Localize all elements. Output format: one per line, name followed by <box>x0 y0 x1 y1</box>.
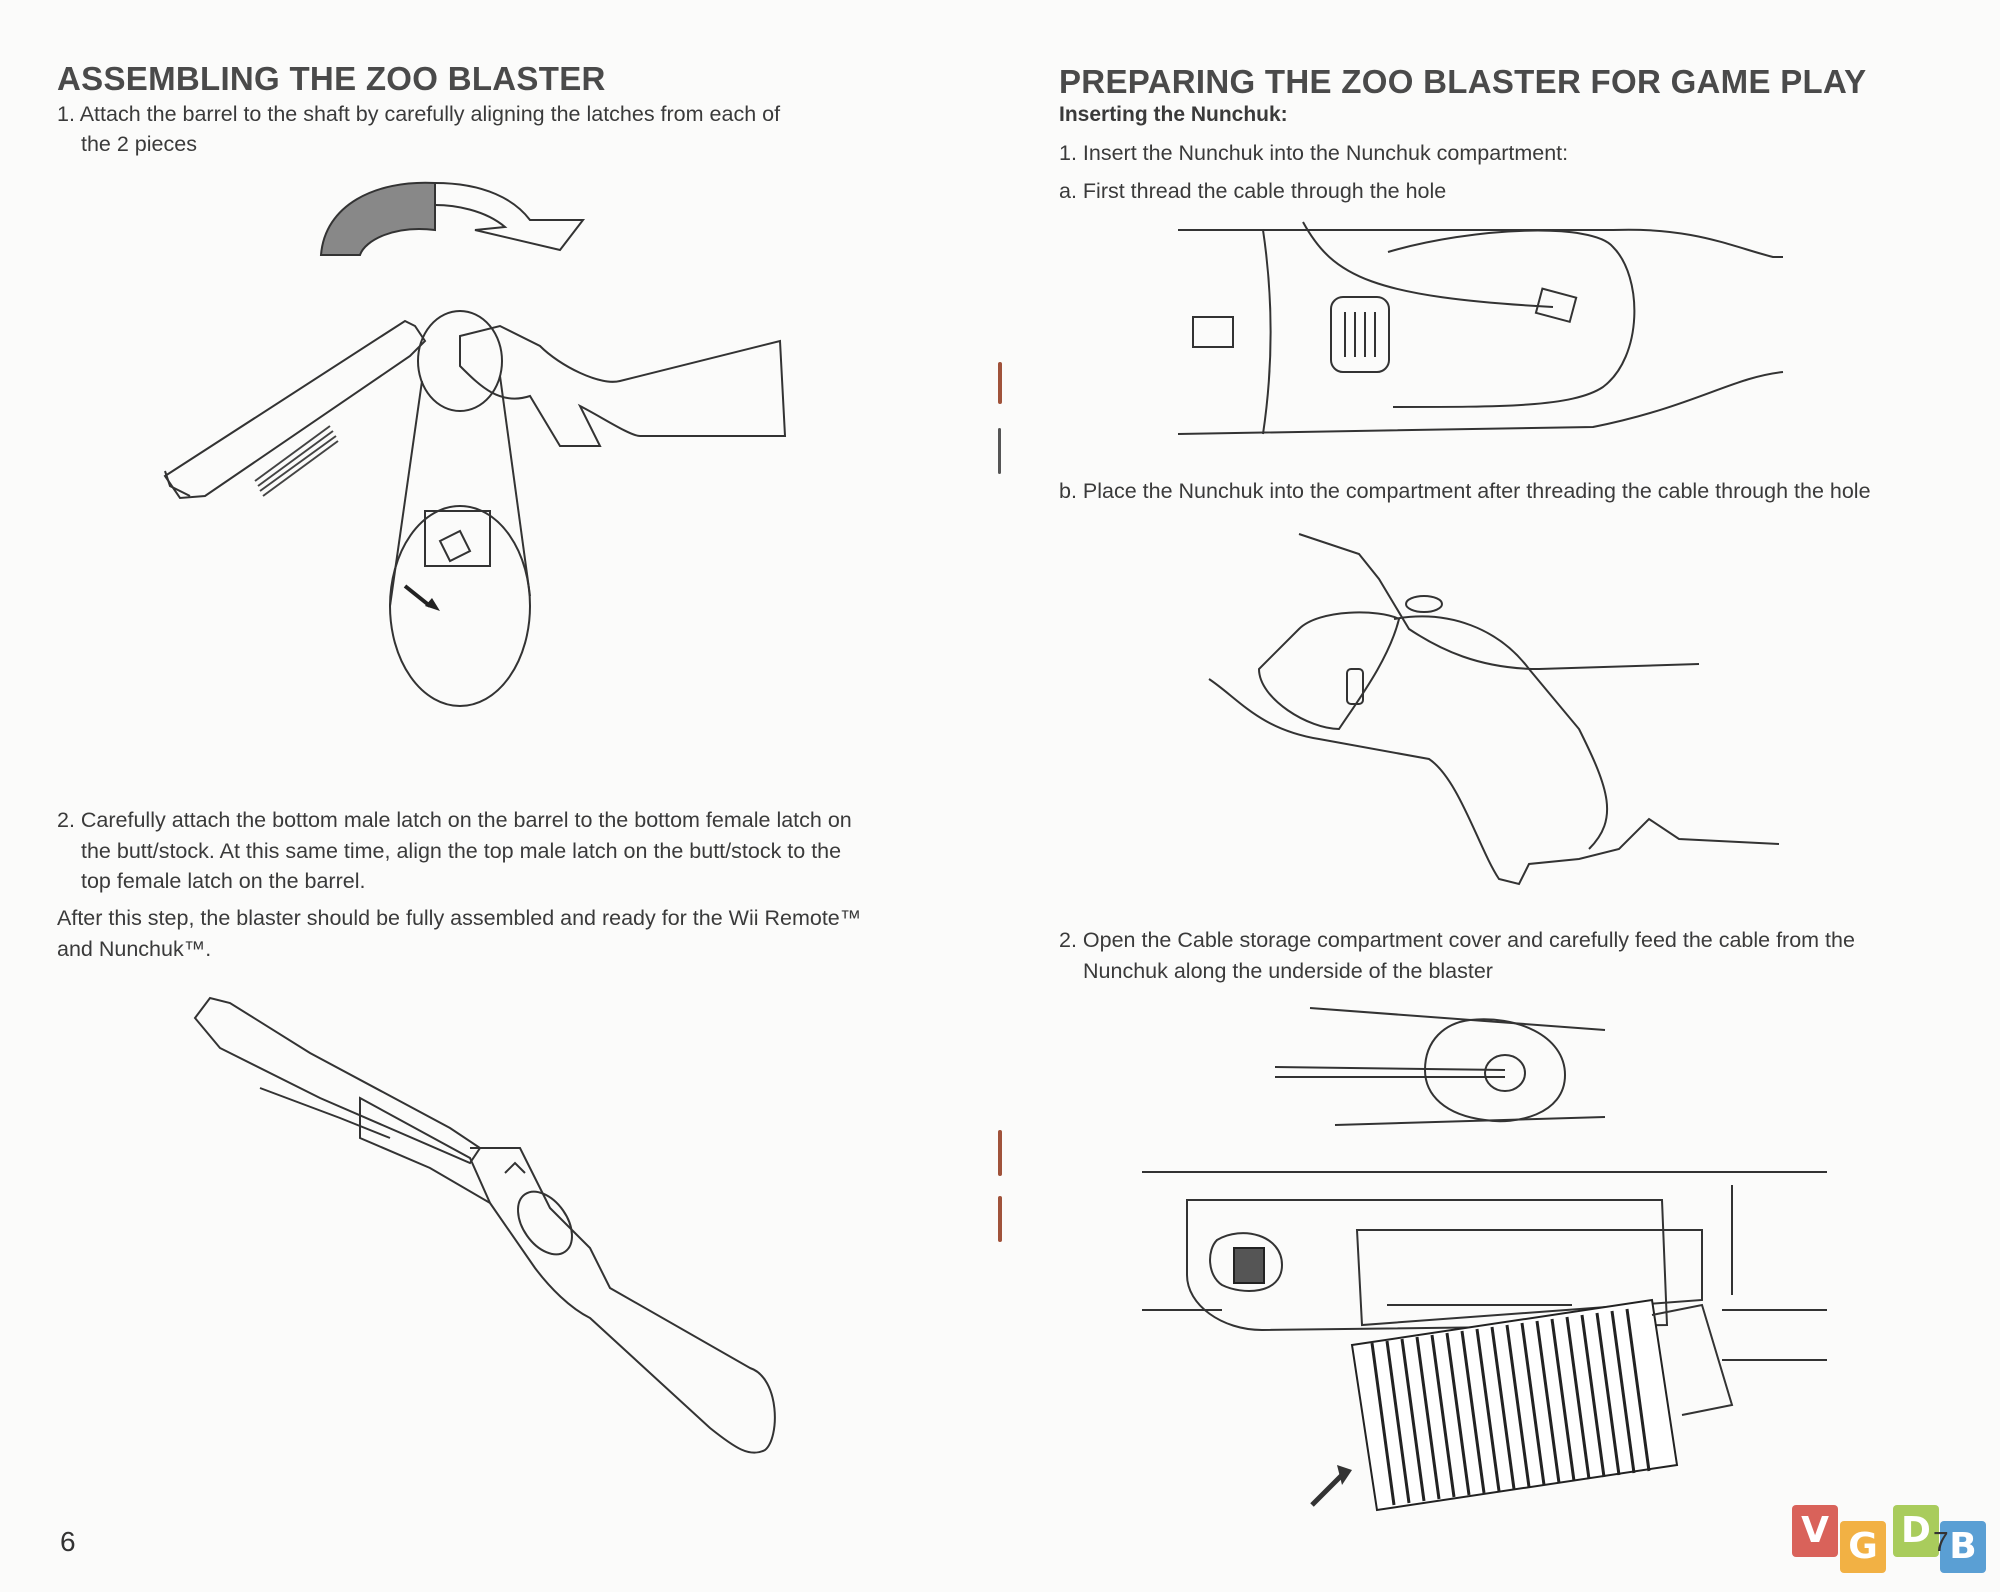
thread-cable-illustration <box>1177 221 1784 435</box>
logo-letter-v: V <box>1792 1505 1838 1557</box>
step2-text-line3: top female latch on the barrel. <box>81 869 366 893</box>
logo-letter-d: D <box>1893 1505 1939 1557</box>
vgdb-watermark-logo: V G D B <box>1790 1505 1995 1585</box>
logo-letter-b: B <box>1940 1521 1986 1573</box>
logo-letter-g: G <box>1840 1521 1886 1573</box>
right-page-number: 7 <box>1933 1526 1949 1557</box>
step2-text-line2: the butt/stock. At this same time, align… <box>81 839 842 863</box>
barrel-shaft-alignment-illustration <box>163 310 787 707</box>
right-step2-text-line1: 2. Open the Cable storage compartment co… <box>1059 928 1855 952</box>
binding-staple-top <box>998 362 1002 404</box>
step2-text-line1: 2. Carefully attach the bottom male latc… <box>57 808 852 832</box>
left-page-title: ASSEMBLING THE ZOO BLASTER <box>57 60 606 97</box>
left-page-number: 6 <box>60 1526 76 1557</box>
rotate-arrow-illustration <box>319 181 586 256</box>
cable-storage-compartment-illustration <box>1142 1171 1827 1512</box>
right-step2-text-line2: Nunchuk along the underside of the blast… <box>1083 959 1493 983</box>
right-step1a-text: a. First thread the cable through the ho… <box>1059 179 1447 203</box>
binding-staple-bottom <box>998 1130 1002 1176</box>
right-step1b-text: b. Place the Nunchuk into the compartmen… <box>1059 479 1871 503</box>
step1-text-line2: the 2 pieces <box>81 132 197 156</box>
right-page-title: PREPARING THE ZOO BLASTER FOR GAME PLAY <box>1059 63 1867 100</box>
right-step1-text: 1. Insert the Nunchuk into the Nunchuk c… <box>1059 141 1569 165</box>
cable-hole-closeup-illustration <box>1274 1007 1606 1126</box>
binding-staple-bottom-2 <box>998 1196 1002 1242</box>
after-step-text-line2: and Nunchuk™. <box>57 937 212 961</box>
binding-staple-top-2 <box>998 428 1001 474</box>
inserting-nunchuk-subtitle: Inserting the Nunchuk: <box>1059 103 1288 126</box>
place-nunchuk-illustration <box>1208 533 1780 886</box>
assembled-blaster-illustration <box>193 996 776 1454</box>
after-step-text-line1: After this step, the blaster should be f… <box>57 906 862 930</box>
step1-text-line1: 1. Attach the barrel to the shaft by car… <box>57 102 781 126</box>
